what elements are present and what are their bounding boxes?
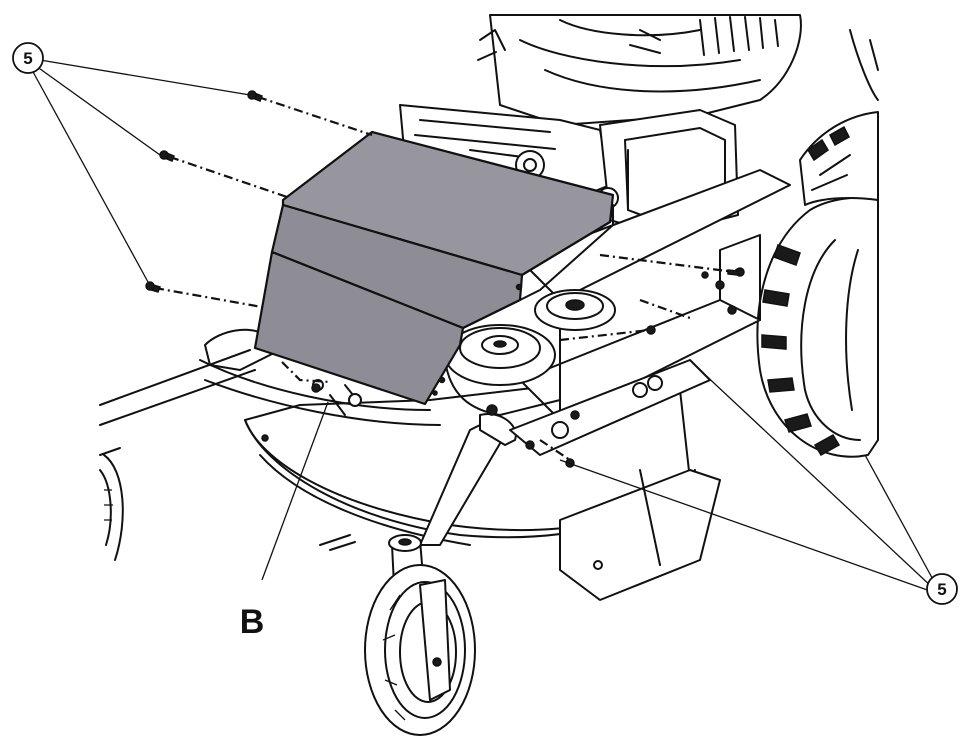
callout-5-top-left: 5 — [12, 42, 44, 74]
callout-circle — [926, 573, 958, 605]
left-rear-wheel — [99, 454, 124, 561]
callout-label: 5 — [937, 580, 946, 599]
screw-icon — [247, 90, 263, 102]
screw-icon — [145, 281, 162, 293]
screw-alignment-lines — [154, 95, 736, 461]
callout-b: B — [240, 603, 265, 641]
right-rear-tire — [756, 29, 879, 458]
front-caster-wheel — [364, 534, 476, 736]
screw-icon — [311, 383, 321, 393]
callout-label: 5 — [23, 49, 32, 68]
cover-label: B — [240, 603, 265, 641]
callout-5-bottom-right: 5 — [926, 573, 958, 605]
callout-circle — [12, 42, 44, 74]
screw-icon — [727, 267, 745, 277]
screw-icon — [159, 150, 175, 162]
screws — [145, 90, 745, 468]
screw-icon — [646, 325, 656, 335]
belt-cover-b — [253, 130, 615, 406]
leader-lines — [31, 59, 937, 593]
